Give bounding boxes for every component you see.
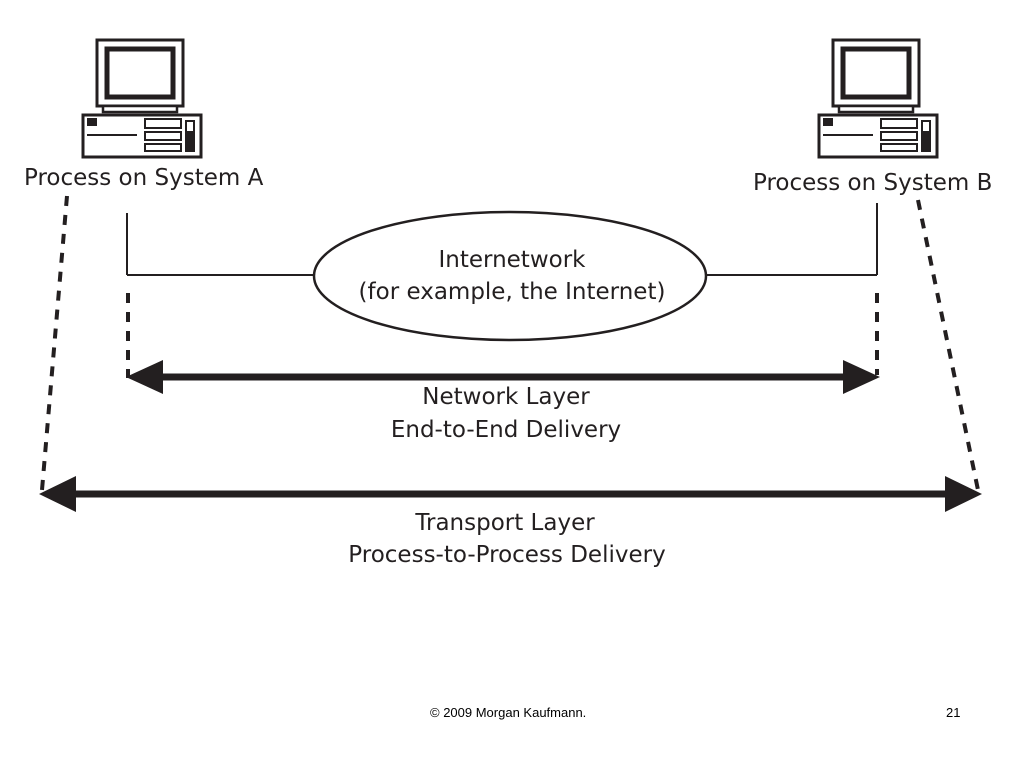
- internetwork-subtitle: (for example, the Internet): [359, 279, 666, 305]
- system-a-label: Process on System A: [24, 165, 264, 191]
- page-number: 21: [946, 705, 961, 720]
- internetwork-connection: [126, 203, 878, 276]
- system-b-computer-icon: [819, 40, 937, 157]
- footer-copyright: © 2009 Morgan Kaufmann.: [430, 705, 587, 720]
- network-layer-title: Network Layer: [422, 384, 590, 410]
- transport-layer-title: Transport Layer: [414, 510, 595, 536]
- network-layer-arrow: [126, 360, 880, 394]
- internetwork-title: Internetwork: [439, 247, 587, 273]
- system-b-label: Process on System B: [753, 170, 992, 196]
- system-a-computer-icon: [83, 40, 201, 157]
- network-layer-guides: [126, 293, 879, 378]
- network-layer-subtitle: End-to-End Delivery: [391, 417, 621, 443]
- internetwork-ellipse: [312, 210, 708, 342]
- transport-layer-subtitle: Process-to-Process Delivery: [348, 542, 665, 568]
- transport-layer-arrow: [39, 476, 982, 512]
